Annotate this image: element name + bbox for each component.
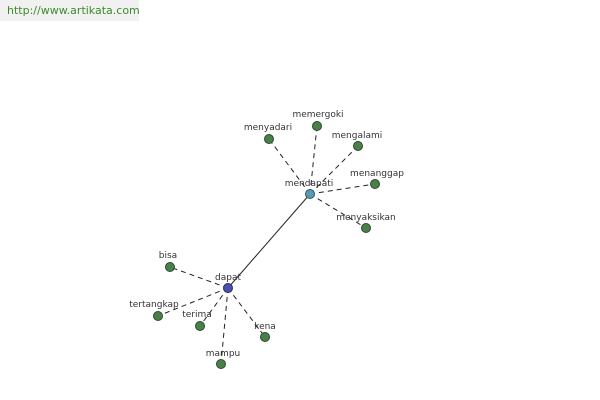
edge-dapat-tertangkap: [157, 287, 229, 317]
node-terima[interactable]: [195, 321, 205, 331]
node-dapat[interactable]: [223, 283, 233, 293]
label-dapat: dapat: [215, 273, 241, 283]
label-menyaksikan: menyaksikan: [336, 213, 396, 223]
label-kena: kena: [254, 322, 276, 332]
label-mendapati: mendapati: [285, 179, 334, 189]
edge-mendapati-dapat: [227, 193, 311, 289]
label-memergoki: memergoki: [292, 110, 343, 120]
watermark-url: http://www.artikata.com: [7, 4, 140, 17]
label-menyadari: menyadari: [244, 123, 292, 133]
label-tertangkap: tertangkap: [129, 300, 179, 310]
edge-mendapati-menanggap: [309, 183, 376, 195]
edge-dapat-kena: [227, 287, 266, 338]
label-terima: terima: [182, 310, 212, 320]
edge-mendapati-menyadari: [268, 138, 311, 195]
label-menanggap: menanggap: [350, 169, 404, 179]
node-tertangkap[interactable]: [153, 311, 163, 321]
label-mengalami: mengalami: [332, 131, 383, 141]
node-memergoki[interactable]: [312, 121, 322, 131]
node-menanggap[interactable]: [370, 179, 380, 189]
node-menyaksikan[interactable]: [361, 223, 371, 233]
edges-layer: [157, 125, 376, 365]
nodes-layer: [153, 121, 380, 369]
label-bisa: bisa: [159, 251, 177, 261]
edge-mendapati-mengalami: [309, 145, 359, 195]
edge-mendapati-menyaksikan: [309, 193, 367, 229]
label-mampu: mampu: [206, 349, 240, 359]
node-mengalami[interactable]: [353, 141, 363, 151]
node-mendapati[interactable]: [305, 189, 315, 199]
node-mampu[interactable]: [216, 359, 226, 369]
edge-dapat-mampu: [220, 287, 229, 365]
node-bisa[interactable]: [165, 262, 175, 272]
edge-dapat-bisa: [169, 266, 229, 289]
node-menyadari[interactable]: [264, 134, 274, 144]
edge-dapat-terima: [199, 287, 229, 327]
watermark-bar: http://www.artikata.com: [0, 0, 140, 21]
edge-mendapati-memergoki: [309, 125, 318, 195]
node-kena[interactable]: [260, 332, 270, 342]
